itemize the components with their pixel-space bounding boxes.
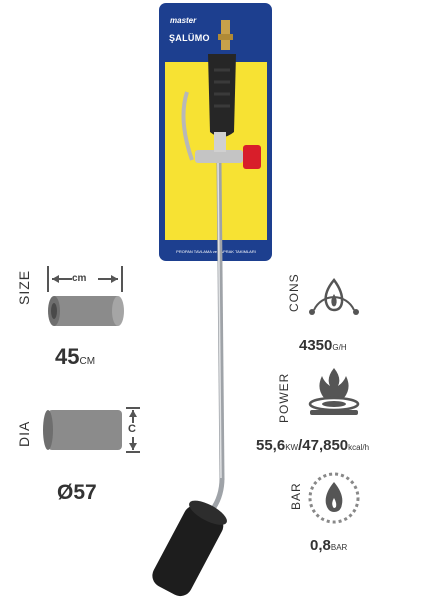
valve-body: [195, 150, 243, 163]
cons-number: 4350: [299, 337, 333, 354]
power-kcal-unit: kcal/h: [348, 443, 370, 452]
power-kw-unit: KW: [285, 443, 299, 452]
power-kcal-number: 47,850: [302, 437, 349, 454]
cons-unit: G/H: [332, 343, 347, 352]
bar-unit: BAR: [330, 543, 348, 552]
size-value: 45CM: [55, 344, 95, 370]
bar-label: BAR: [289, 482, 303, 510]
power-label: POWER: [277, 372, 291, 423]
cons-label: CONS: [287, 273, 301, 312]
cylinder-end-icon: [43, 410, 122, 450]
ignition-lever: [181, 91, 194, 161]
burner-icon: [308, 368, 360, 415]
flame-icon: [309, 277, 359, 315]
size-dimension-icon: [47, 266, 124, 326]
card-footer-text: PROPAN TAVLAMA ve YAPRAK TAKIMLARI: [176, 249, 256, 254]
size-label: SIZE: [16, 269, 32, 305]
burner-nozzle: [152, 500, 227, 597]
diameter-icon: [43, 407, 140, 453]
power-separator: /: [298, 437, 303, 454]
power-kw-number: 55,6: [256, 437, 286, 454]
brand-logo-master: master: [170, 16, 197, 25]
bar-number: 0,8: [310, 537, 331, 554]
size-unit: CM: [79, 356, 96, 367]
card-footer: PROPAN TAVLAMA ve YAPRAK TAKIMLARI: [165, 240, 267, 258]
size-unit-marker: cm: [72, 273, 87, 284]
dia-marker: C: [128, 423, 136, 435]
cons-value: 4350G/H: [299, 337, 347, 354]
red-valve-knob: [243, 145, 261, 169]
dia-value: Ø57: [57, 481, 97, 504]
flame-consumption-icon: [309, 277, 359, 315]
power-value: 55,6KW/47,850kcal/h: [256, 437, 369, 454]
size-number: 45: [55, 344, 80, 369]
brand-logo-salumo: ŞALÜMO: [169, 33, 210, 43]
dia-label: DIA: [16, 420, 32, 447]
cylinder-icon: [48, 296, 124, 326]
burner-power-icon: [308, 368, 360, 415]
gauge-flame-icon: [308, 472, 360, 524]
bar-value: 0,8BAR: [310, 537, 347, 554]
torch-pipe: [216, 162, 225, 481]
pressure-gauge-icon: [308, 472, 360, 524]
